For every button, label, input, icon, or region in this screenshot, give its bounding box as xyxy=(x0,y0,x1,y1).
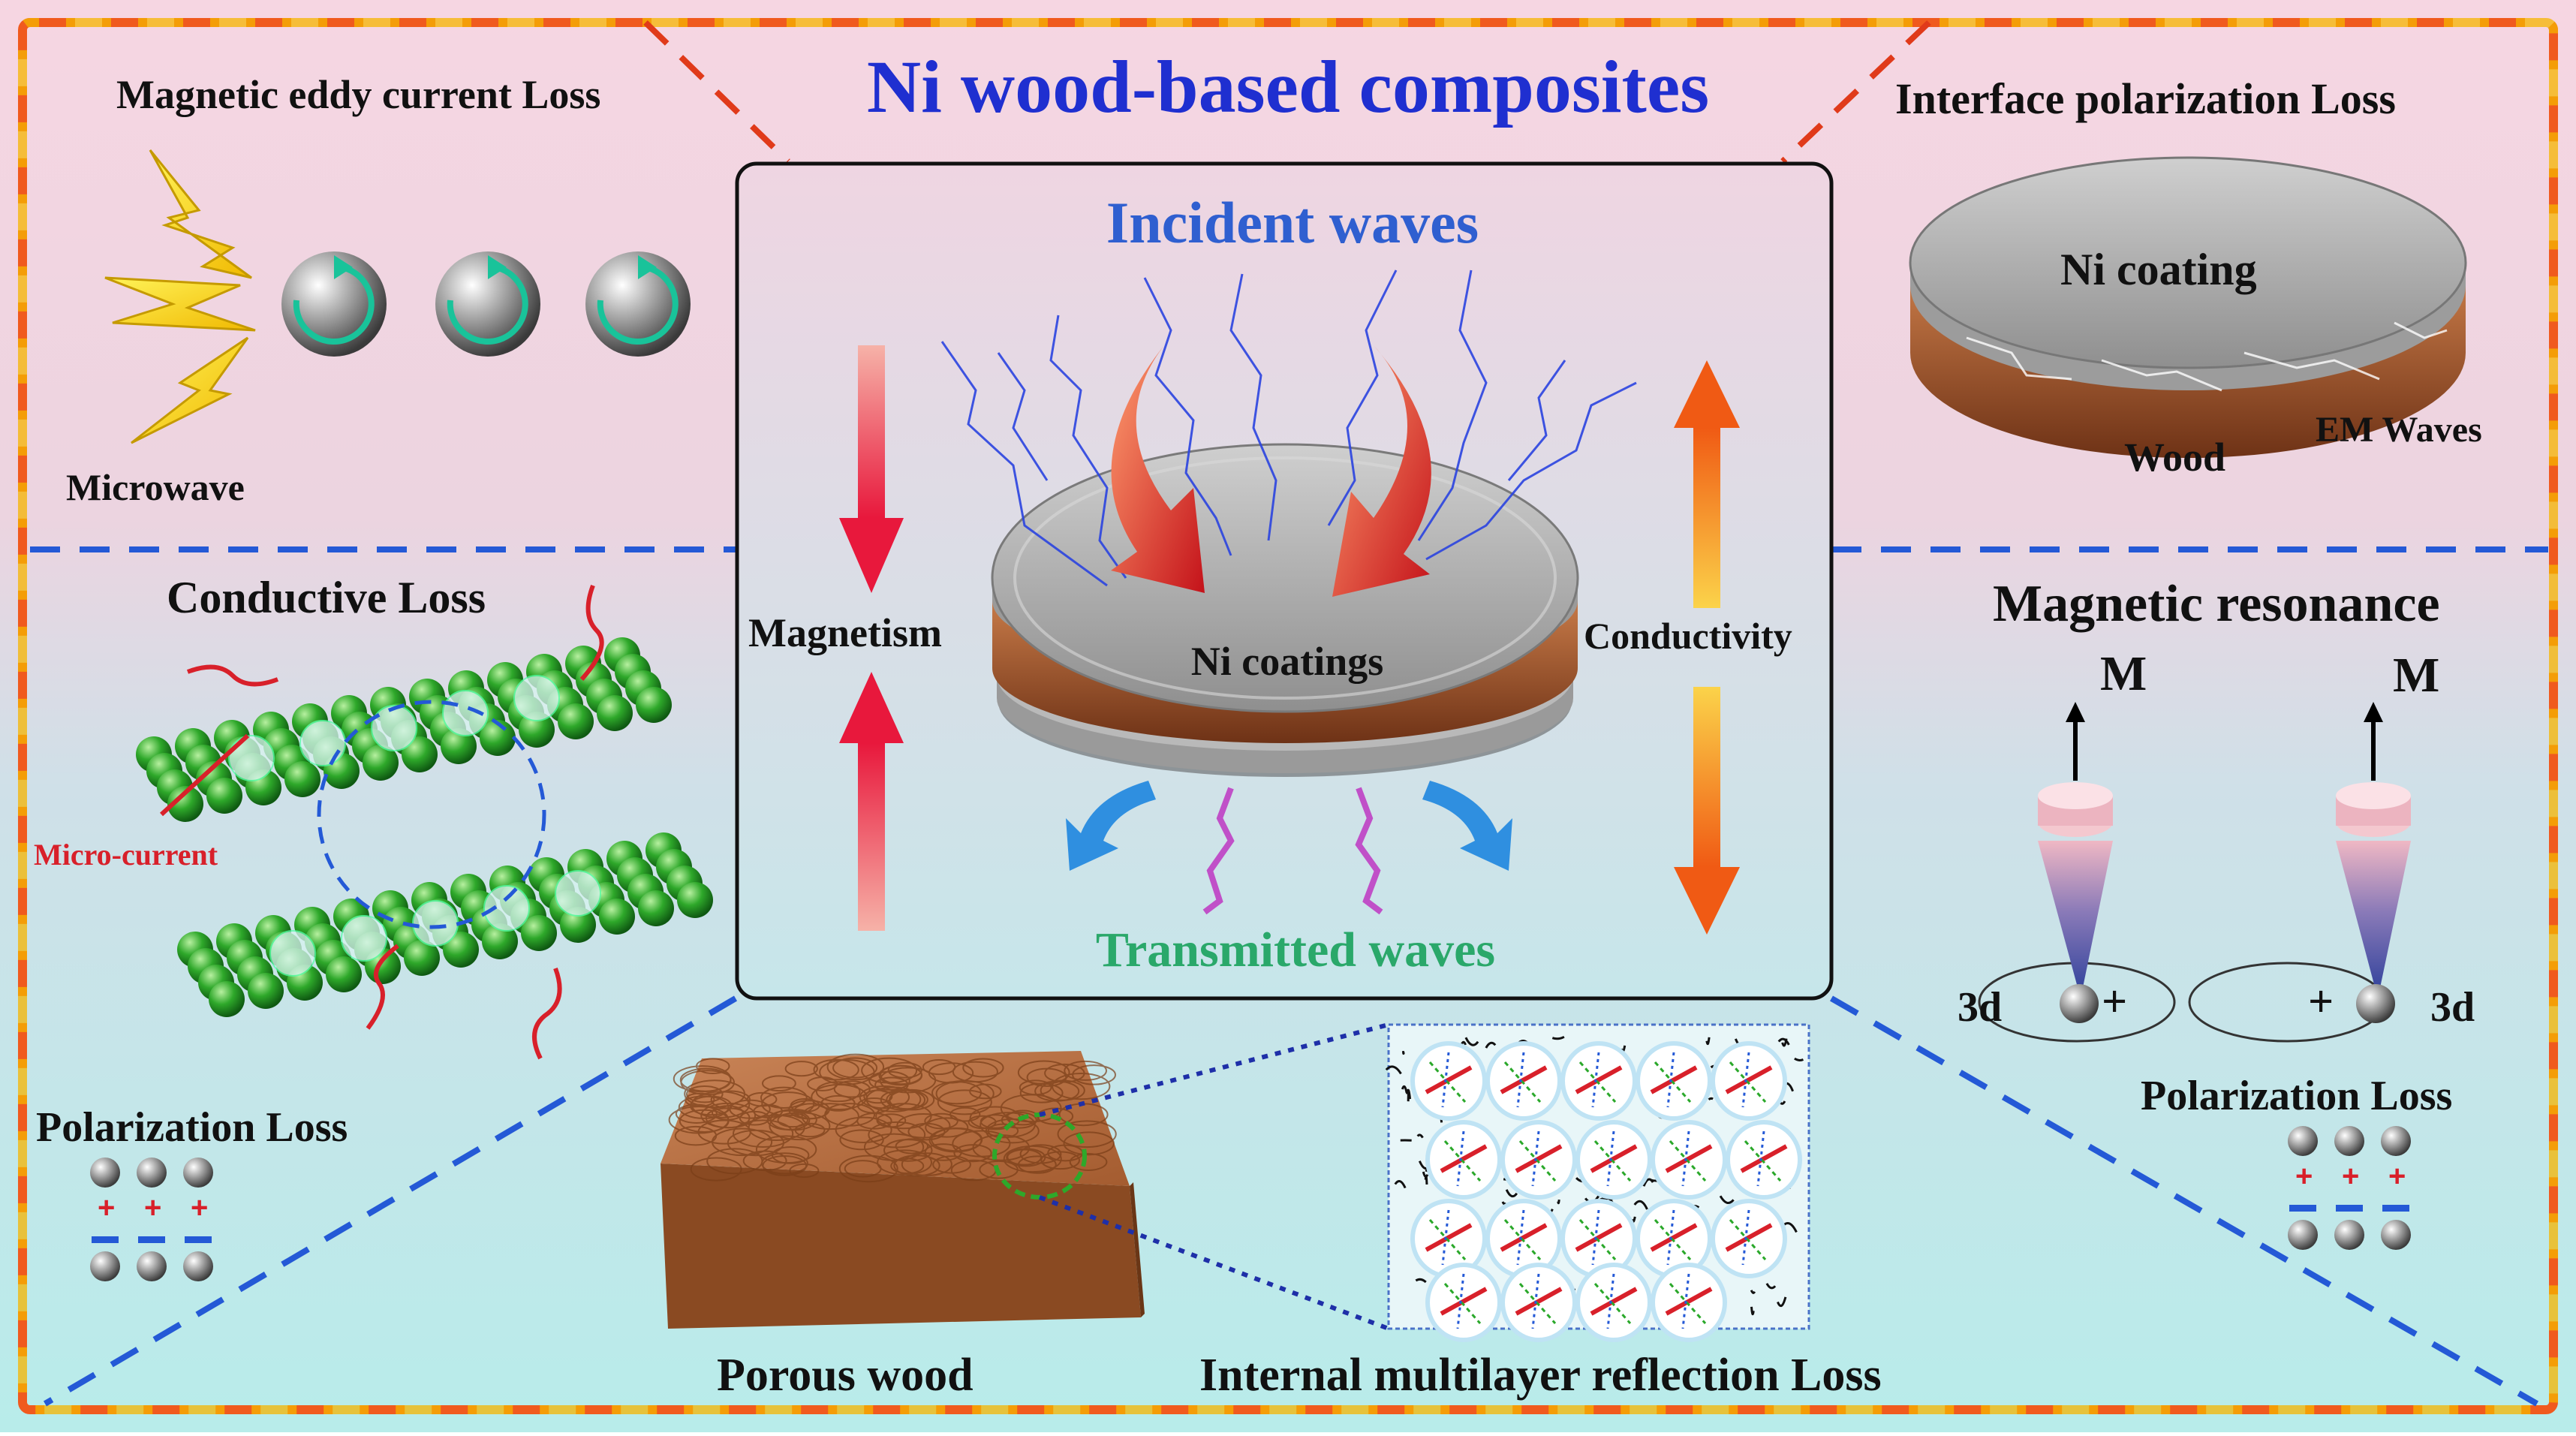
spinning-sphere-icon xyxy=(281,251,387,357)
svg-text:+: + xyxy=(191,1191,208,1224)
spinning-sphere-icon xyxy=(435,251,540,357)
microwave-label: Microwave xyxy=(66,465,245,509)
svg-text:+: + xyxy=(2388,1160,2406,1193)
porous-wood-label: Porous wood xyxy=(717,1349,974,1402)
pore-array xyxy=(1386,1025,1809,1340)
dipole-charges: + + + xyxy=(2288,1126,2411,1250)
interface-polarization-label: Interface polarization Loss xyxy=(1895,74,2396,124)
transmitted-waves-label: Transmitted waves xyxy=(1096,922,1495,979)
conductive-loss-label: Conductive Loss xyxy=(167,572,486,624)
magnetism-label: Magnetism xyxy=(748,610,942,656)
svg-text:+: + xyxy=(144,1191,161,1224)
ni-coatings-label: Ni coatings xyxy=(1191,638,1384,685)
ni-coating-label: Ni coating xyxy=(2060,244,2257,296)
m-right-label: M xyxy=(2393,647,2439,704)
three-d-left-label: 3d xyxy=(1958,983,2002,1031)
magnetic-eddy-label: Magnetic eddy current Loss xyxy=(116,71,600,118)
em-waves-label: EM Waves xyxy=(2316,409,2482,450)
conductivity-label: Conductivity xyxy=(1584,614,1792,658)
svg-text:+: + xyxy=(2342,1160,2359,1193)
dipole-charges: + + + xyxy=(90,1158,213,1281)
plus-right-label: + xyxy=(2308,976,2334,1028)
spinning-sphere-icon xyxy=(585,251,691,357)
polarization-loss-left-label: Polarization Loss xyxy=(36,1103,348,1152)
svg-text:+: + xyxy=(98,1191,115,1224)
polarization-loss-right-label: Polarization Loss xyxy=(2141,1072,2452,1120)
m-left-label: M xyxy=(2100,646,2147,703)
magnetic-resonance-label: Magnetic resonance xyxy=(1993,574,2440,634)
svg-text:+: + xyxy=(2295,1160,2313,1193)
plus-left-label: + xyxy=(2102,976,2127,1028)
wood-label: Wood xyxy=(2124,434,2225,480)
three-d-right-label: 3d xyxy=(2430,983,2475,1031)
ni-wood-disc xyxy=(992,444,1578,777)
porous-wood-block xyxy=(661,1051,1145,1329)
incident-waves-label: Incident waves xyxy=(1106,189,1479,257)
micro-current-label: Micro-current xyxy=(34,837,218,872)
diagram-title: Ni wood-based composites xyxy=(867,44,1709,130)
internal-reflection-label: Internal multilayer reflection Loss xyxy=(1199,1349,1882,1402)
